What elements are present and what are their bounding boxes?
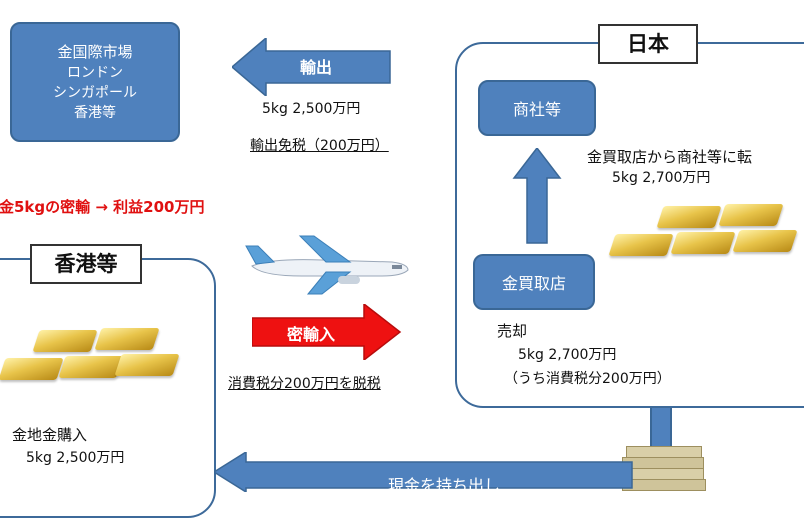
buyback-shop-box: 金買取店: [473, 254, 595, 310]
market-hongkong: 香港等: [74, 105, 116, 121]
purchase-label: 金地金購入: [12, 426, 88, 444]
export-arrow-label: 輸出: [300, 58, 333, 77]
export-tax-note: 輸出免税（200万円）: [250, 138, 389, 154]
market-singapore: シンガポール: [53, 85, 137, 101]
export-amount: 5kg 2,500万円: [262, 101, 361, 117]
transfer-amount: 5kg 2,700万円: [612, 170, 711, 186]
sale-amount: 5kg 2,700万円: [518, 347, 617, 363]
cash-stack-icon: [622, 442, 706, 491]
hongkong-label: 香港等: [30, 244, 142, 284]
sale-label: 売却: [497, 322, 528, 340]
gold-international-market-box: 金国際市場 ロンドン シンガポール 香港等: [10, 22, 180, 142]
gold-bars-icon-hongkong: [0, 324, 180, 394]
purchase-amount: 5kg 2,500万円: [26, 450, 125, 466]
transfer-note: 金買取店から商社等に転: [587, 148, 753, 166]
export-arrow: [232, 38, 391, 96]
gold-bars-icon: [608, 200, 798, 270]
sale-tax: （うち消費税分200万円）: [504, 371, 671, 387]
trading-company-box: 商社等: [478, 80, 596, 136]
market-title: 金国際市場: [57, 43, 133, 61]
smuggle-arrow: [252, 304, 402, 360]
transfer-up-arrow: [512, 148, 562, 244]
trading-company-label: 商社等: [512, 100, 561, 119]
japan-label: 日本: [598, 24, 698, 64]
buyback-shop-label: 金買取店: [501, 274, 566, 293]
cash-carry-out-label: 現金を持ち出し: [388, 476, 501, 495]
airplane-icon: [245, 235, 409, 295]
tax-evasion-note: 消費税分200万円を脱税: [228, 376, 381, 392]
market-london: ロンドン: [67, 65, 123, 81]
smuggling-profit-text: 地金5kgの密輸 → 利益200万円: [0, 198, 205, 216]
smuggle-arrow-label: 密輸入: [287, 325, 336, 344]
cash-connector: [650, 408, 672, 448]
